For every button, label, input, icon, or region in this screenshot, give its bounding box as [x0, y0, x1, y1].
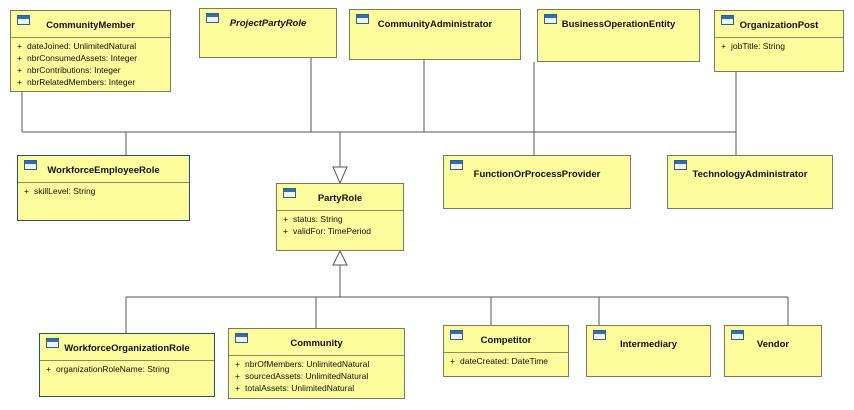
generalization-arrowhead-upper — [332, 166, 348, 185]
attribute-list: +skillLevel: String — [18, 182, 189, 197]
attribute: +nbrOfMembers: UnlimitedNatural — [235, 359, 370, 369]
attribute: +organizationRoleName: String — [46, 364, 170, 374]
class-icon — [593, 330, 606, 340]
class-function-or-process-provider[interactable]: FunctionOrProcessProvider — [443, 155, 631, 209]
attribute: +status: String — [283, 214, 343, 224]
attribute-list: +organizationRoleName: String — [40, 360, 214, 375]
class-icon — [283, 188, 296, 198]
attribute-list: +dateJoined: UnlimitedNatural +nbrConsum… — [11, 37, 170, 88]
class-name: Vendor — [756, 339, 790, 350]
class-workforce-employee-role[interactable]: WorkforceEmployeeRole +skillLevel: Strin… — [17, 155, 190, 221]
class-community[interactable]: Community +nbrOfMembers: UnlimitedNatura… — [228, 328, 405, 399]
class-name: FunctionOrProcessProvider — [473, 169, 601, 180]
class-name: TechnologyAdministrator — [692, 169, 808, 180]
class-icon — [731, 330, 744, 340]
attribute: +totalAssets: UnlimitedNatural — [235, 383, 355, 393]
class-icon — [721, 15, 734, 25]
class-icon — [46, 338, 59, 348]
class-name: WorkforceOrganizationRole — [64, 343, 190, 354]
attribute: +sourcedAssets: UnlimitedNatural — [235, 371, 369, 381]
class-name: Competitor — [480, 335, 532, 346]
class-name: ProjectPartyRole — [229, 18, 307, 29]
class-name: CommunityMember — [46, 20, 135, 31]
class-icon — [674, 160, 687, 170]
class-icon — [17, 15, 30, 25]
attribute-list: +dateCreated: DateTime — [444, 352, 568, 367]
class-icon — [356, 14, 369, 24]
attribute-list: +jobTitle: String — [715, 37, 843, 52]
class-icon — [206, 13, 219, 23]
class-intermediary[interactable]: Intermediary — [586, 325, 711, 377]
class-business-operation-entity[interactable]: BusinessOperationEntity — [537, 9, 700, 62]
generalization-arrowhead-lower — [332, 249, 348, 266]
class-name: CommunityAdministrator — [377, 19, 493, 30]
class-party-role[interactable]: PartyRole +status: String +validFor: Tim… — [276, 183, 404, 251]
class-workforce-organization-role[interactable]: WorkforceOrganizationRole +organizationR… — [39, 333, 215, 397]
class-name: OrganizationPost — [739, 20, 819, 31]
class-name: Intermediary — [619, 339, 678, 350]
class-organization-post[interactable]: OrganizationPost +jobTitle: String — [714, 10, 844, 72]
class-name: PartyRole — [317, 193, 363, 204]
class-icon — [450, 160, 463, 170]
class-icon — [544, 14, 557, 24]
attribute: +dateJoined: UnlimitedNatural — [17, 41, 137, 51]
attribute-list: +nbrOfMembers: UnlimitedNatural +sourced… — [229, 355, 404, 394]
class-name: Community — [290, 338, 343, 349]
class-community-member[interactable]: CommunityMember +dateJoined: UnlimitedNa… — [10, 10, 171, 92]
attribute: +nbrConsumedAssets: Integer — [17, 53, 138, 63]
attribute: +skillLevel: String — [24, 186, 96, 196]
attribute: +jobTitle: String — [721, 41, 786, 51]
class-name: WorkforceEmployeeRole — [47, 165, 160, 176]
class-competitor[interactable]: Competitor +dateCreated: DateTime — [443, 325, 569, 377]
class-technology-administrator[interactable]: TechnologyAdministrator — [667, 155, 833, 209]
class-icon — [450, 330, 463, 340]
class-icon — [235, 333, 248, 343]
class-name: BusinessOperationEntity — [561, 19, 676, 30]
attribute-list: +status: String +validFor: TimePeriod — [277, 210, 403, 237]
attribute: +nbrRelatedMembers: Integer — [17, 77, 136, 87]
class-community-administrator[interactable]: CommunityAdministrator — [349, 9, 521, 60]
class-project-party-role[interactable]: ProjectPartyRole — [199, 8, 337, 58]
class-vendor[interactable]: Vendor — [724, 325, 822, 377]
attribute: +validFor: TimePeriod — [283, 226, 371, 236]
attribute: +nbrContributions: Integer — [17, 65, 121, 75]
class-icon — [24, 160, 37, 170]
attribute: +dateCreated: DateTime — [450, 356, 549, 366]
